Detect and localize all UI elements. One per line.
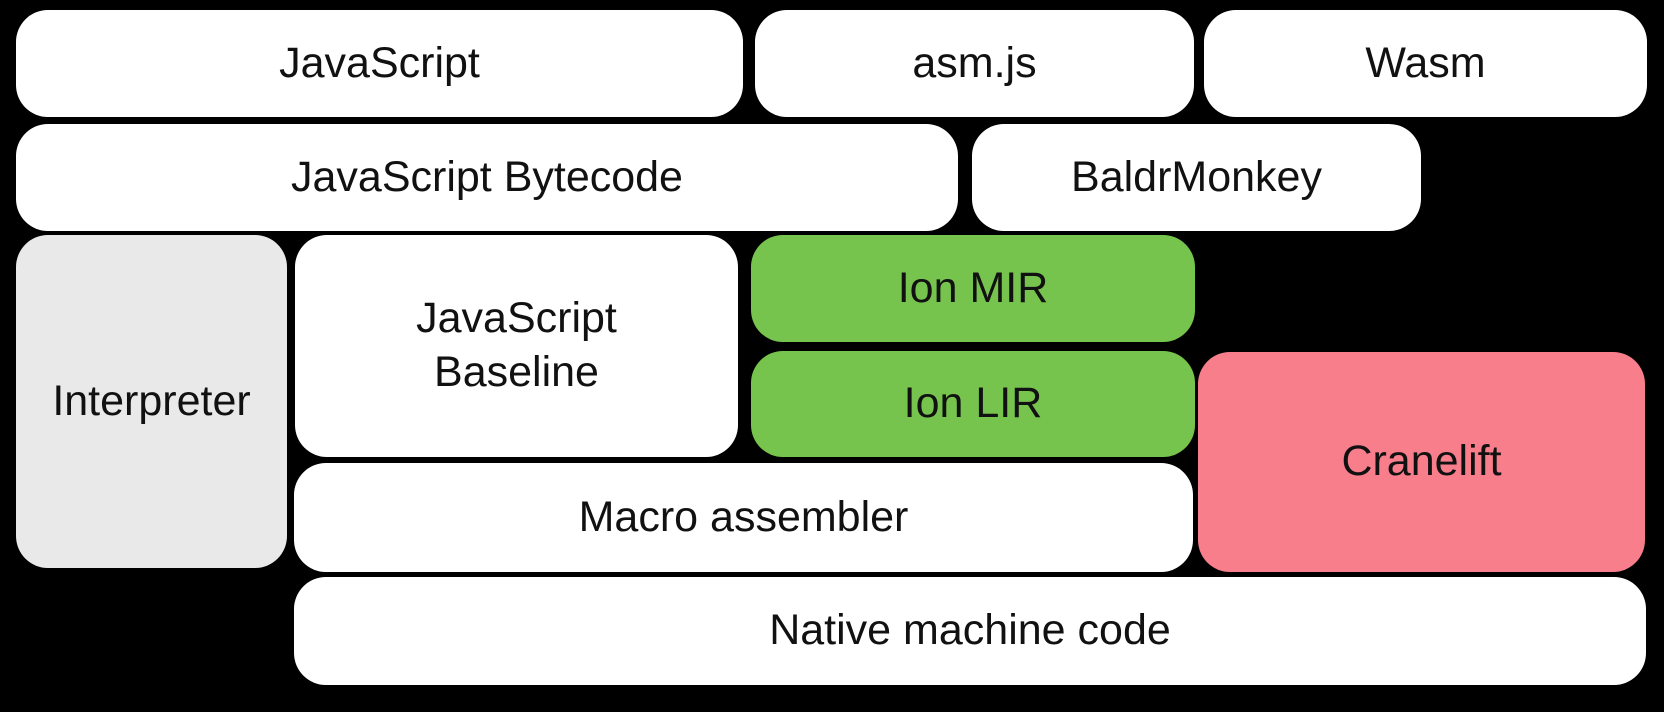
box-native-machine-code: Native machine code	[294, 577, 1646, 685]
javascript-baseline-line1: JavaScript	[416, 294, 617, 343]
box-javascript-baseline: JavaScript Baseline	[295, 235, 738, 457]
box-baldrmonkey: BaldrMonkey	[972, 124, 1421, 231]
box-cranelift: Cranelift	[1198, 352, 1645, 572]
javascript-baseline-line2: Baseline	[434, 348, 599, 396]
box-ion-lir: Ion LIR	[751, 351, 1195, 457]
box-macro-assembler: Macro assembler	[294, 463, 1193, 572]
box-javascript-bytecode: JavaScript Bytecode	[16, 124, 958, 231]
box-ion-mir: Ion MIR	[751, 235, 1195, 342]
box-interpreter: Interpreter	[16, 235, 287, 568]
box-asmjs: asm.js	[755, 10, 1194, 117]
box-javascript: JavaScript	[16, 10, 743, 117]
box-wasm: Wasm	[1204, 10, 1647, 117]
